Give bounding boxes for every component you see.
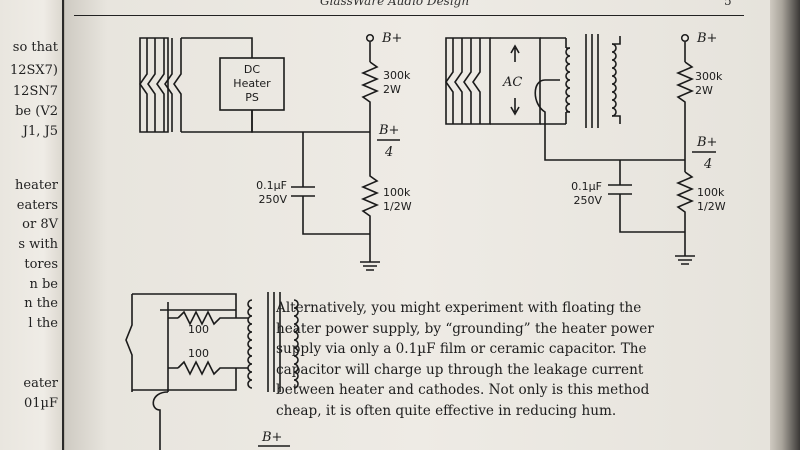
resistor-power: 1/2W	[383, 200, 412, 213]
paragraph-line: Alternatively, you might experiment with…	[276, 300, 642, 316]
supply-terminal	[365, 33, 375, 43]
capacitor-value: 0.1µF	[256, 179, 287, 192]
left-text-fragment: be (V2	[15, 104, 58, 119]
bias-numerator: B+	[696, 135, 717, 150]
resistor-power: 2W	[383, 83, 401, 96]
capacitor-voltage: 250V	[573, 194, 602, 207]
left-text-fragment: eaters	[16, 198, 58, 213]
heater-ps-label: PS	[245, 91, 259, 104]
circuit-dc-heater: DC Heater PS B+ 300k 2W B+ 4 0.1µF 250V …	[139, 31, 412, 271]
page-edge	[770, 0, 800, 450]
heater-ps-label: Heater	[233, 77, 271, 90]
bias-denominator: 4	[703, 157, 712, 172]
resistor-power: 1/2W	[697, 200, 726, 213]
circuit-ac-transformer: AC B+ 300k 2W B+ 4 0.1µF 250V 100k 1/2W	[445, 31, 726, 265]
left-text-fragment: tores	[24, 257, 58, 272]
body-paragraph: Alternatively, you might experiment with…	[276, 298, 726, 421]
resistor-value: 300k	[695, 70, 723, 83]
running-header: GlassWare Audio Design	[320, 0, 470, 8]
supply-label: B+	[261, 430, 282, 445]
supply-terminal	[680, 33, 690, 43]
capacitor-voltage: 250V	[258, 193, 287, 206]
left-text-fragment: n be	[29, 277, 58, 292]
ac-label: AC	[502, 75, 522, 90]
paragraph-line: supply via only a 0.1µF film or ceramic …	[276, 341, 647, 357]
left-text-fragment: n the	[24, 296, 58, 311]
circuit-humbucking-resistors: 100 100 B+	[125, 292, 299, 450]
resistor-value: 300k	[383, 69, 411, 82]
left-page: so that 12SX7) 12SN7 be (V2 J1, J5 heate…	[0, 0, 62, 450]
paragraph-line: heater power supply, by “grounding” the …	[276, 320, 654, 337]
heater-filament-symbol	[139, 37, 253, 133]
resistor-value: 100k	[383, 186, 411, 199]
left-text-fragment: or 8V	[22, 217, 58, 232]
supply-label: B+	[381, 31, 402, 46]
resistor-value: 100	[188, 323, 209, 336]
left-text-fragment: J1, J5	[22, 124, 58, 139]
heater-ps-label: DC	[244, 63, 260, 76]
left-text-fragment: so that	[12, 40, 58, 55]
resistor-value: 100k	[697, 186, 725, 199]
paragraph-line: cheap, it is often quite effective in re…	[276, 402, 617, 419]
left-text-fragment: 12SN7	[12, 84, 58, 99]
bias-denominator: 4	[384, 145, 393, 160]
left-text-fragment: 12SX7)	[9, 63, 58, 78]
left-text-fragment: l the	[28, 316, 58, 331]
left-text-fragment: s with	[18, 237, 58, 252]
resistor-power: 2W	[695, 84, 713, 97]
left-text-fragment: eater	[23, 376, 58, 391]
supply-label: B+	[696, 31, 717, 46]
left-text-fragment: heater	[15, 178, 58, 193]
capacitor-value: 0.1µF	[571, 180, 602, 193]
right-page	[64, 0, 771, 450]
paragraph-line: capacitor will charge up through the lea…	[276, 361, 644, 378]
bias-numerator: B+	[378, 123, 399, 138]
resistor-value: 100	[188, 347, 209, 360]
page-number: 5	[724, 0, 732, 8]
header-rule	[74, 15, 744, 16]
left-text-fragment: 01µF	[23, 396, 58, 411]
paragraph-line: between heater and cathodes. Not only is…	[276, 382, 650, 398]
